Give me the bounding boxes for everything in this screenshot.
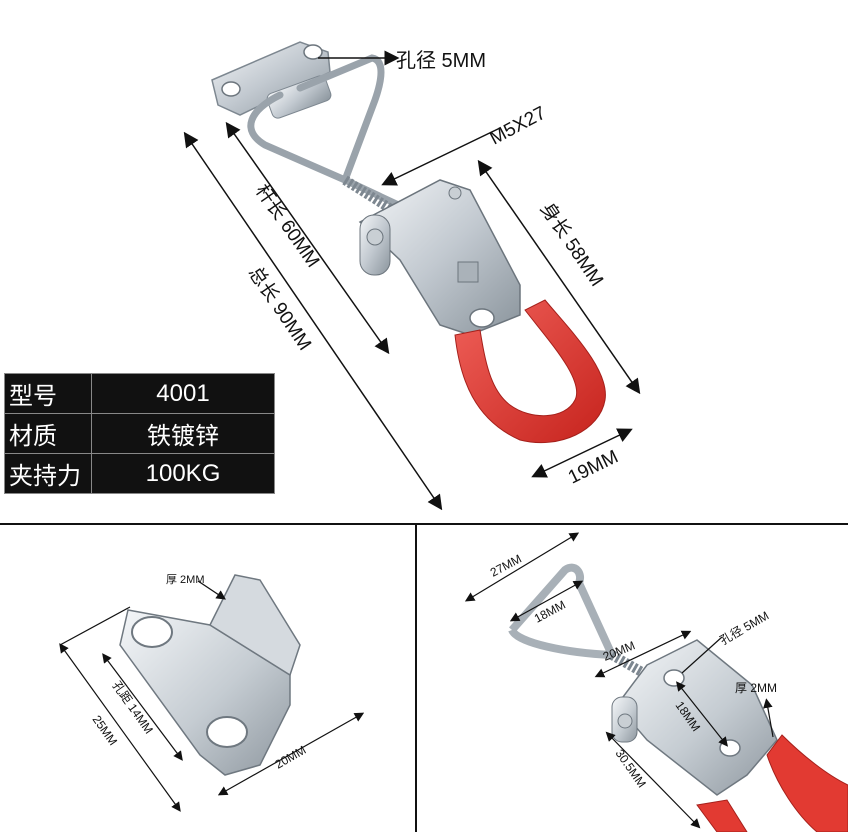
body-length-label: 身长 58MM <box>536 198 608 290</box>
hook-plate-large <box>119 574 301 776</box>
plate-width-label: 20MM <box>273 743 309 772</box>
spec-value: 铁镀锌 <box>91 413 275 454</box>
spec-key: 夹持力 <box>4 453 92 494</box>
hole-diameter-label: 孔径 5MM <box>396 49 486 72</box>
plate-height-label: 25MM <box>90 713 121 748</box>
body-width-label: 19MM <box>565 446 622 488</box>
hook-plate-dimension-lines <box>59 580 365 812</box>
latch-detail-panel: 27MM 18MM 20MM 孔径 5MM 厚 2MM 18MM 30.5MM <box>417 525 848 832</box>
spec-row: 夹持力 100KG <box>4 453 275 494</box>
plate-thickness-label: 厚 2MM <box>166 573 205 586</box>
spec-table: 型号 4001 材质 铁镀锌 夹持力 100KG <box>4 373 275 494</box>
red-handle-detail <box>766 734 848 832</box>
hole-diameter-detail-label: 孔径 5MM <box>718 608 772 647</box>
hook-plate-detail-panel: 厚 2MM 孔距 14MM 25MM 20MM <box>0 525 415 832</box>
wire-triangle-base <box>508 627 613 659</box>
horizontal-divider <box>0 523 848 525</box>
spec-row: 型号 4001 <box>4 373 275 414</box>
latch-detail: 27MM 18MM 20MM 孔径 5MM 厚 2MM 18MM 30.5MM <box>464 532 848 832</box>
spec-value: 100KG <box>91 453 275 494</box>
loop-width-label: 27MM <box>488 552 524 580</box>
top-panel: 孔径 5MM M5X27 杆长 60MM 总长 90MM 身长 58MM 19M… <box>4 41 641 511</box>
spec-row: 材质 铁镀锌 <box>4 413 275 454</box>
spec-key: 材质 <box>4 413 92 454</box>
hole-spacing-label: 孔距 14MM <box>110 679 156 737</box>
latch-detail-dimension-lines <box>464 532 774 829</box>
hook-plate <box>211 41 332 119</box>
body-length-detail-label: 30.5MM <box>613 747 649 791</box>
spec-value: 4001 <box>91 373 275 414</box>
thickness-detail-label: 厚 2MM <box>735 681 777 695</box>
top-illustration: 孔径 5MM M5X27 杆长 60MM 总长 90MM 身长 58MM 19M… <box>183 41 641 511</box>
top-dimension-lines <box>183 50 641 511</box>
spec-key: 型号 <box>4 373 92 414</box>
vertical-divider <box>415 523 417 832</box>
red-handle-detail-lower <box>696 799 748 832</box>
screw-size-label: M5X27 <box>486 103 549 150</box>
rod-length-label: 杆长 60MM <box>251 180 324 271</box>
hook-plate-detail: 厚 2MM 孔距 14MM 25MM 20MM <box>59 573 365 812</box>
